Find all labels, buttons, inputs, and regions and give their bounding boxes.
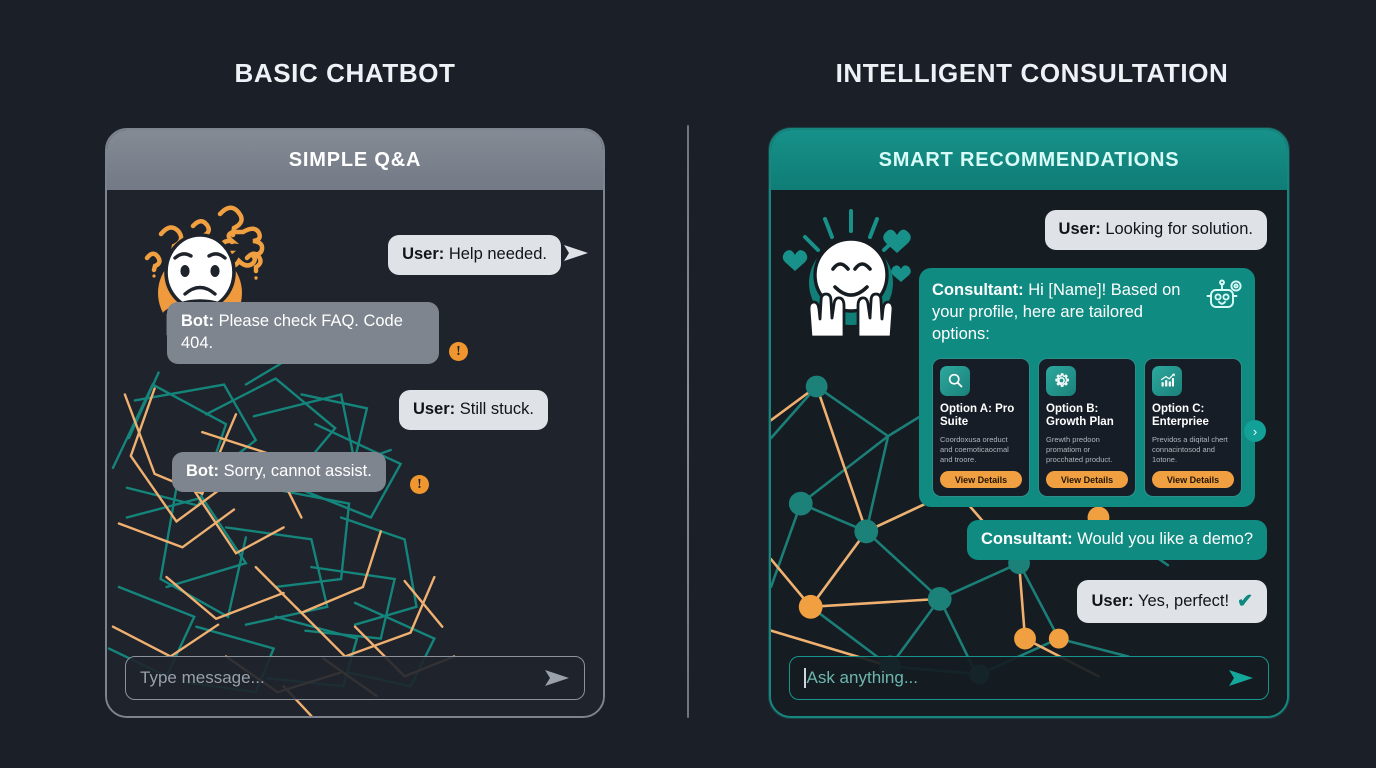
right-input-placeholder: Ask anything... xyxy=(806,668,919,687)
left-panel-header: SIMPLE Q&A xyxy=(107,130,603,190)
view-details-button[interactable]: View Details xyxy=(1046,471,1128,489)
right-section-title: INTELLIGENT CONSULTATION xyxy=(835,58,1229,88)
robot-gear-icon xyxy=(1206,279,1242,308)
check-icon: ✔ xyxy=(1237,591,1253,612)
card-description: Coordoxusa oreduct and coemoticaocmal an… xyxy=(940,434,1009,465)
message-user-looking: User: Looking for solution. xyxy=(1044,210,1267,250)
card-description: Grewth predoon promatiom or procchated p… xyxy=(1046,434,1113,465)
left-chat-body: User: Help needed. Bot: Please check FAQ… xyxy=(107,190,603,716)
left-input-placeholder: Type message... xyxy=(140,668,265,687)
magnifier-icon xyxy=(940,365,970,396)
view-details-button[interactable]: View Details xyxy=(940,471,1022,489)
right-chat-body: User: Looking for solution. xyxy=(771,190,1287,716)
message-user-stuck: User: Still stuck. xyxy=(398,390,548,430)
message-speaker: Bot: xyxy=(186,462,219,480)
card-title: Option C: Enterpriee xyxy=(1152,402,1209,429)
left-message-input[interactable]: Type message... xyxy=(125,656,585,700)
message-text: Sorry, cannot assist. xyxy=(218,462,372,480)
message-text: Yes, perfect! xyxy=(1133,591,1230,610)
left-message-list: User: Help needed. Bot: Please check FAQ… xyxy=(107,190,603,716)
right-message-list: User: Looking for solution. xyxy=(771,190,1287,716)
card-title: Option B: Growth Plan xyxy=(1046,402,1114,429)
message-text: Help needed. xyxy=(444,245,547,263)
recommendation-cards: Option A: Pro Suite Coordoxusa oreduct a… xyxy=(932,357,1242,498)
intelligent-consultation-panel: SMART RECOMMENDATIONS xyxy=(769,128,1289,718)
message-consultant-demo: Consultant: Would you like a demo? xyxy=(966,520,1267,560)
message-speaker: User: xyxy=(1091,591,1134,610)
warning-badge: ! xyxy=(410,475,429,494)
gear-icon xyxy=(1046,365,1076,396)
consultant-recommendation-block: Consultant: Hi [Name]! Based on your pro… xyxy=(919,268,1266,508)
message-speaker: Bot: xyxy=(181,312,214,330)
message-speaker: User: xyxy=(1058,220,1101,238)
message-text: Hi [Name]! Based on your profile, here a… xyxy=(932,281,1181,343)
consultant-message: Consultant: Hi [Name]! Based on your pro… xyxy=(932,280,1242,346)
option-card-a[interactable]: Option A: Pro Suite Coordoxusa oreduct a… xyxy=(932,357,1030,498)
option-card-c[interactable]: Option C: Enterpriee Previdos a diqital … xyxy=(1144,357,1242,498)
message-speaker: Consultant: xyxy=(932,281,1024,299)
message-text: Would you like a demo? xyxy=(1072,530,1253,548)
message-speaker: Consultant: xyxy=(980,530,1073,548)
chart-up-icon xyxy=(1152,365,1182,396)
left-section-title: BASIC CHATBOT xyxy=(234,58,456,88)
message-user-yes: User: Yes, perfect! ✔ xyxy=(1077,580,1267,624)
right-message-input[interactable]: Ask anything... xyxy=(789,656,1269,700)
right-panel-header: SMART RECOMMENDATIONS xyxy=(771,130,1287,190)
send-arrow-icon[interactable] xyxy=(1228,667,1254,689)
message-bot-faq: Bot: Please check FAQ. Code 404. xyxy=(167,302,439,364)
option-card-b[interactable]: Option B: Growth Plan Grewth predoon pro… xyxy=(1038,357,1136,498)
warning-badge: ! xyxy=(449,342,468,361)
carousel-next-button[interactable]: › xyxy=(1244,420,1266,442)
message-speaker: User: xyxy=(412,400,456,418)
happy-face-avatar xyxy=(781,205,921,345)
basic-chatbot-panel: SIMPLE Q&A xyxy=(105,128,605,718)
card-description: Previdos a diqital chert connacintosod a… xyxy=(1152,434,1228,465)
message-user-help: User: Help needed. xyxy=(388,235,561,275)
text-caret xyxy=(804,668,806,688)
view-details-button[interactable]: View Details xyxy=(1152,471,1234,489)
message-bot-sorry: Bot: Sorry, cannot assist. xyxy=(172,452,386,492)
message-speaker: User: xyxy=(402,245,445,263)
message-text: Still stuck. xyxy=(455,400,534,418)
send-arrow-icon[interactable] xyxy=(544,667,570,689)
vertical-divider xyxy=(687,125,689,718)
message-text: Please check FAQ. Code 404. xyxy=(181,312,403,352)
message-text: Looking for solution. xyxy=(1100,220,1253,238)
send-arrow-icon xyxy=(564,245,588,261)
card-title: Option A: Pro Suite xyxy=(940,402,1015,429)
